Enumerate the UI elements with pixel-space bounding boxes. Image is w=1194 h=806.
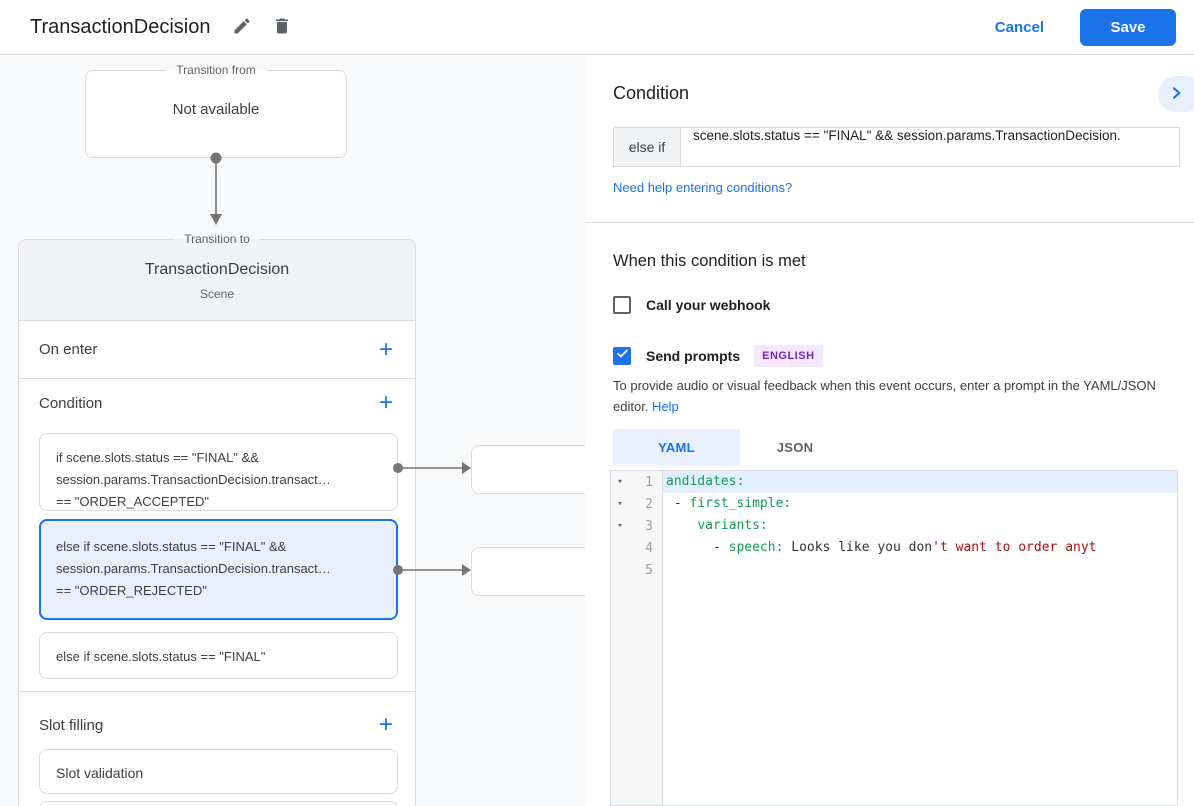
code-token-key: speech: — [728, 540, 784, 555]
prompts-description-text: To provide audio or visual feedback when… — [613, 378, 1156, 414]
transition-target-box-rejected[interactable] — [471, 547, 585, 596]
partial-card[interactable] — [39, 801, 398, 806]
condition-line: else if scene.slots.status == "FINAL" — [56, 649, 266, 664]
check-icon — [616, 347, 629, 365]
code-line[interactable]: - first_simple: — [663, 493, 1177, 515]
page-title: TransactionDecision — [30, 15, 211, 38]
cancel-button[interactable]: Cancel — [979, 11, 1060, 44]
section-divider — [19, 691, 415, 692]
transition-to-legend: Transition to — [174, 232, 260, 246]
code-token-string: 't want to order anyt — [932, 540, 1097, 555]
prompts-description: To provide audio or visual feedback when… — [613, 376, 1173, 418]
slot-validation-card[interactable]: Slot validation — [39, 749, 398, 794]
condition-panel-heading: Condition — [613, 83, 690, 103]
language-badge: ENGLISH — [754, 345, 823, 367]
condition-expression-row: else if scene.slots.status == "FINAL" &&… — [613, 127, 1180, 167]
code-token-key: first_simple: — [689, 496, 792, 511]
code-line[interactable]: variants: — [663, 515, 1177, 537]
editor-code[interactable]: andidates: - first_simple: variants: - s… — [663, 471, 1177, 805]
condition-prefix: else if — [613, 127, 681, 167]
trash-icon — [272, 16, 292, 39]
condition-card-order-rejected[interactable]: else if scene.slots.status == "FINAL" &&… — [39, 519, 398, 620]
transition-from-box[interactable]: Transition from Not available — [85, 63, 347, 158]
condition-line: session.params.TransactionDecision.trans… — [56, 561, 331, 576]
scene-flow-canvas: Transition from Not available Transition… — [0, 56, 585, 806]
scene-header[interactable]: TransactionDecision Scene — [19, 240, 415, 321]
slot-filling-label: Slot filling — [39, 716, 104, 734]
code-token-plain: - — [666, 496, 690, 511]
when-met-heading: When this condition is met — [613, 252, 806, 270]
transition-target-box-accepted[interactable] — [471, 445, 585, 494]
condition-expression-input[interactable]: scene.slots.status == "FINAL" && session… — [681, 127, 1180, 167]
send-prompts-checkbox[interactable] — [613, 347, 631, 365]
editor-tabs: YAML JSON — [613, 429, 850, 465]
save-button[interactable]: Save — [1080, 8, 1176, 46]
webhook-checkbox[interactable] — [613, 296, 631, 314]
condition-line: == "ORDER_ACCEPTED" — [56, 494, 209, 509]
transition-to-card: Transition to TransactionDecision Scene … — [18, 232, 416, 806]
code-token-plain — [666, 518, 697, 533]
condition-line: session.params.TransactionDecision.trans… — [56, 472, 331, 487]
slot-card-label: Slot validation — [56, 765, 144, 781]
on-enter-row: On enter + — [19, 321, 415, 379]
code-token-key: variants: — [697, 518, 768, 533]
condition-card-final[interactable]: else if scene.slots.status == "FINAL" — [39, 632, 398, 679]
condition-line: if scene.slots.status == "FINAL" && — [56, 450, 259, 465]
slot-filling-section-row: Slot filling + — [19, 701, 415, 749]
tab-yaml[interactable]: YAML — [613, 429, 740, 465]
fold-arrow-icon[interactable]: ▾ — [617, 499, 623, 509]
delete-scene-button[interactable] — [264, 9, 300, 45]
scene-type-label: Scene — [199, 287, 235, 301]
add-slot-button[interactable]: + — [371, 711, 401, 739]
code-line[interactable]: andidates: — [663, 471, 1177, 493]
send-prompts-check-row[interactable]: Send prompts ENGLISH — [613, 345, 823, 367]
fold-arrow-icon[interactable]: ▾ — [617, 477, 623, 487]
edit-scene-button[interactable] — [224, 9, 260, 45]
top-bar: TransactionDecision Cancel Save — [0, 0, 1194, 55]
panel-divider — [585, 222, 1194, 223]
add-condition-button[interactable]: + — [371, 389, 401, 417]
line-number: 5 — [645, 562, 653, 578]
pencil-icon — [232, 16, 252, 39]
add-on-enter-button[interactable]: + — [371, 336, 401, 364]
code-line[interactable]: - speech: Looks like you don't want to o… — [663, 537, 1177, 559]
line-number: 1 — [645, 474, 653, 490]
code-token-key: andidates: — [666, 474, 745, 489]
code-token-plain: Looks like you don — [783, 540, 933, 555]
gutter-row: ▾1 — [611, 471, 662, 493]
collapse-panel-button[interactable] — [1158, 76, 1194, 112]
on-enter-label: On enter — [39, 341, 98, 358]
code-line[interactable] — [663, 559, 1177, 581]
condition-detail-panel: Condition else if scene.slots.status == … — [585, 56, 1194, 806]
condition-line: == "ORDER_REJECTED" — [56, 583, 207, 598]
line-number: 4 — [645, 540, 653, 556]
line-number: 2 — [645, 496, 653, 512]
transition-from-legend: Transition from — [166, 63, 266, 77]
fold-arrow-icon[interactable]: ▾ — [617, 521, 623, 531]
scene-name: TransactionDecision — [144, 261, 290, 278]
gutter-row: ▾2 — [611, 493, 662, 515]
tab-json[interactable]: JSON — [776, 439, 814, 455]
chevron-right-icon — [1168, 85, 1184, 104]
gutter-row: ▾3 — [611, 515, 662, 537]
condition-help-link[interactable]: Need help entering conditions? — [613, 180, 793, 195]
line-number: 3 — [645, 518, 653, 534]
prompts-help-link[interactable]: Help — [652, 398, 679, 414]
condition-section-label: Condition — [39, 394, 103, 412]
condition-card-order-accepted[interactable]: if scene.slots.status == "FINAL" && sess… — [39, 433, 398, 511]
transition-from-content: Not available — [172, 101, 260, 118]
send-prompts-label: Send prompts — [646, 348, 741, 364]
condition-section-row: Condition + — [19, 379, 415, 427]
webhook-check-row[interactable]: Call your webhook — [613, 296, 770, 314]
gutter-row: 5 — [611, 559, 662, 581]
gutter-row: 4 — [611, 537, 662, 559]
code-token-plain: - — [666, 540, 729, 555]
webhook-label: Call your webhook — [646, 297, 771, 313]
condition-line: else if scene.slots.status == "FINAL" && — [56, 539, 287, 554]
